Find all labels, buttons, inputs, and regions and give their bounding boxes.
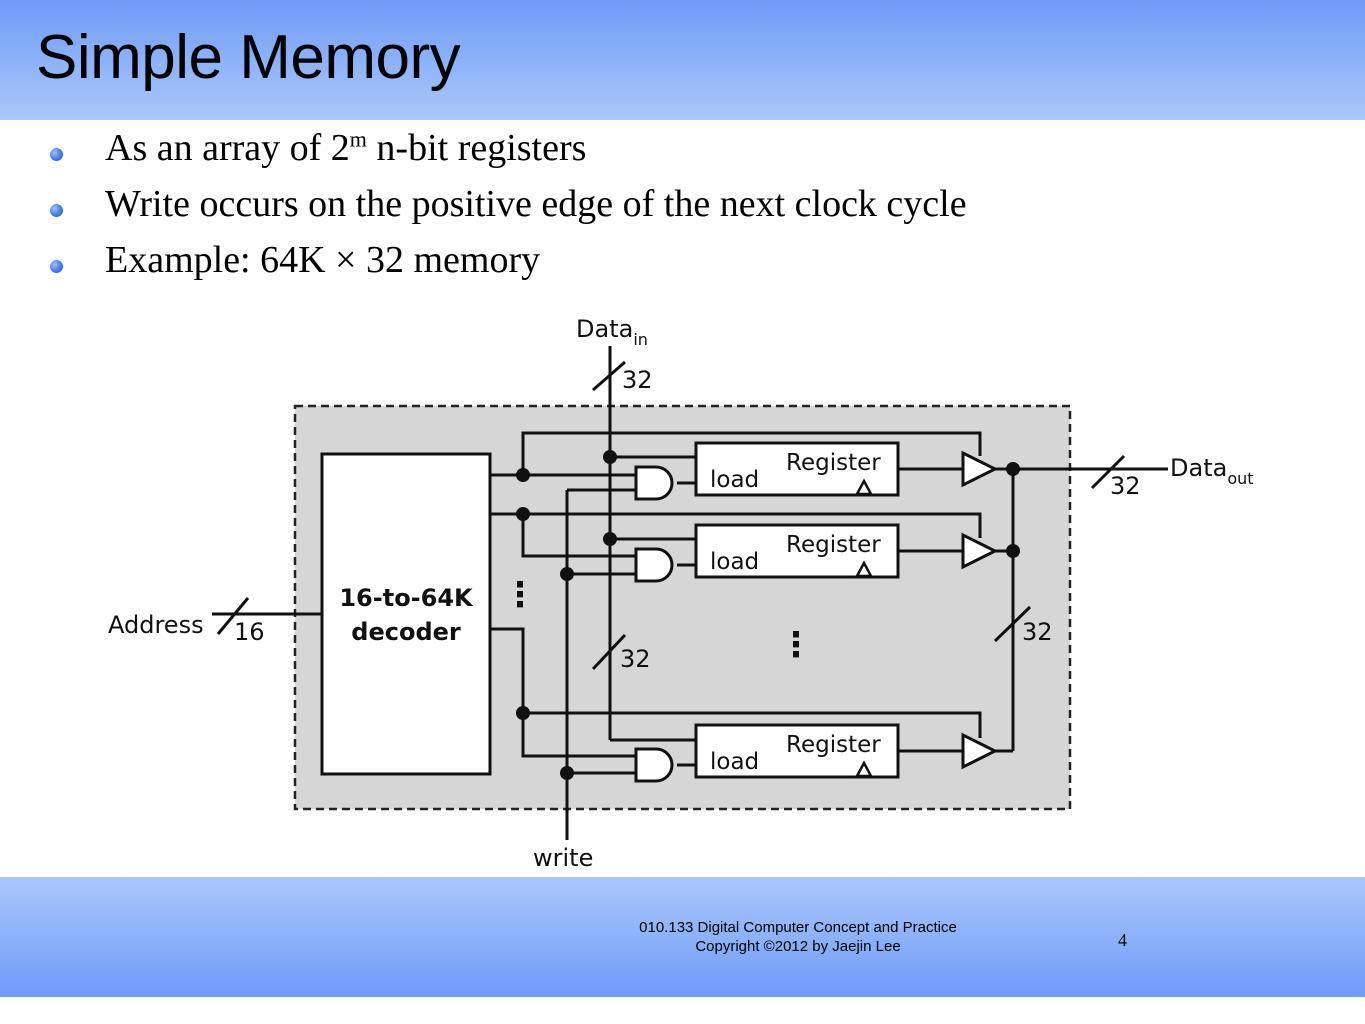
bullet-text: As an array of 2m n-bit registers — [105, 126, 587, 169]
register-label: Register — [786, 532, 881, 558]
bullet-icon — [50, 260, 63, 273]
decoder-label-line1: 16-to-64K — [339, 584, 474, 612]
inner-width-label: 32 — [620, 645, 651, 673]
data-out-width-label: 32 — [1110, 472, 1141, 500]
output-bus-width-tick — [993, 605, 1032, 643]
write-label: write — [533, 844, 593, 872]
address-width-label: 16 — [234, 618, 265, 646]
decoder-ellipsis: ⋮ — [503, 575, 537, 615]
register-box — [694, 523, 900, 579]
decoder-output-n — [490, 627, 636, 758]
decoder-output-1 — [490, 512, 636, 558]
address-label: Address — [108, 611, 204, 639]
bullet-icon — [50, 204, 63, 217]
register-box — [694, 441, 900, 497]
slide-footer: 010.133 Digital Computer Concept and Pra… — [0, 877, 1365, 997]
register-label: Register — [786, 450, 881, 476]
tristate-buffer-0 — [961, 450, 999, 488]
decoder-output-0 — [490, 431, 982, 477]
bullet-text: Example: 64K × 32 memory — [105, 239, 541, 281]
load-label: load — [710, 467, 759, 493]
load-label: load — [710, 749, 759, 775]
data-out-width-tick — [1090, 454, 1126, 490]
decoder-label-line2: decoder — [351, 618, 461, 646]
bullet-text: Write occurs on the positive edge of the… — [105, 183, 967, 225]
data-in-width-tick — [592, 360, 626, 392]
decoder-output-n-enable — [523, 711, 982, 738]
clock-icon — [854, 560, 874, 578]
bullet-item: As an array of 2m n-bit registers — [0, 122, 1300, 172]
page-number: 4 — [1118, 930, 1127, 950]
memory-circuit-diagram: 16-to-64K decoder — [108, 315, 1254, 872]
clock-icon — [854, 760, 874, 778]
data-in-inner-width-tick — [591, 633, 627, 671]
decoder-block — [320, 452, 492, 776]
data-in-width-label: 32 — [622, 366, 653, 394]
address-width-tick — [216, 597, 250, 635]
junction-dots — [516, 450, 1020, 780]
footer-course: 010.133 Digital Computer Concept and Pra… — [639, 919, 957, 936]
load-label: load — [710, 549, 759, 575]
tristate-buffer-1 — [961, 532, 999, 570]
register-label: Register — [786, 732, 881, 758]
clock-icon — [854, 478, 874, 496]
and-gate-1 — [634, 547, 674, 583]
register-ellipsis: ⋮ — [779, 625, 813, 665]
slide-header: Simple Memory — [0, 0, 1365, 120]
register-0: load Register — [694, 441, 900, 497]
tristate-buffer-n — [961, 732, 999, 770]
slide-title: Simple Memory — [36, 23, 461, 92]
register-1: load Register — [694, 523, 900, 579]
register-box — [694, 723, 900, 779]
bus-width-label: 32 — [1022, 618, 1053, 646]
bullet-icon — [50, 148, 63, 161]
footer-copyright: Copyright ©2012 by Jaejin Lee — [695, 938, 901, 955]
decoder-output-1-enable — [523, 512, 982, 538]
data-out-label: Dataout — [1170, 454, 1254, 488]
bullet-item: Write occurs on the positive edge of the… — [0, 178, 1300, 228]
and-gate-n — [634, 747, 674, 783]
and-gate-0 — [634, 465, 674, 501]
register-n: load Register — [694, 723, 900, 779]
bullet-item: Example: 64K × 32 memory — [0, 234, 1300, 284]
data-in-label: Datain — [576, 315, 648, 349]
